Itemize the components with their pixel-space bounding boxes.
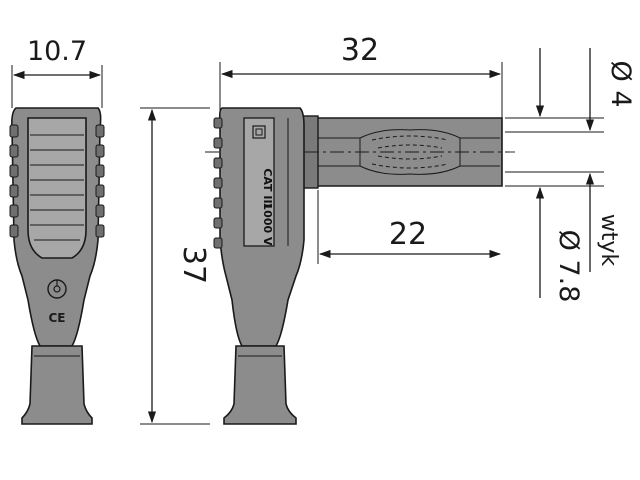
side-view: 32 [205, 33, 636, 425]
height-label: 37 [176, 246, 211, 284]
height-dimension: 37 [140, 107, 211, 425]
side-label-panel [243, 117, 275, 247]
pin-length-label: 22 [389, 217, 427, 252]
side-grip-ribs [213, 117, 223, 249]
ce-mark: CE [48, 311, 65, 325]
front-panel-lines [30, 134, 84, 241]
length-label: 32 [341, 33, 379, 68]
inner-pin [318, 129, 500, 175]
plug-word-label: wtyk [596, 214, 621, 267]
width-label: 10.7 [27, 36, 87, 67]
pin-diameter-label: Ø 4 [605, 60, 636, 107]
plug-diameter-label: Ø 7.8 [553, 230, 584, 303]
side-tail [223, 345, 297, 425]
category-marking: CAT III [261, 168, 274, 207]
front-grip-ribs [9, 124, 105, 238]
front-tail [21, 345, 93, 425]
front-view: 10.7 [9, 36, 105, 425]
rating-marking: 1000 V [261, 203, 274, 246]
side-square-icon [252, 125, 266, 139]
front-panel [27, 117, 87, 259]
